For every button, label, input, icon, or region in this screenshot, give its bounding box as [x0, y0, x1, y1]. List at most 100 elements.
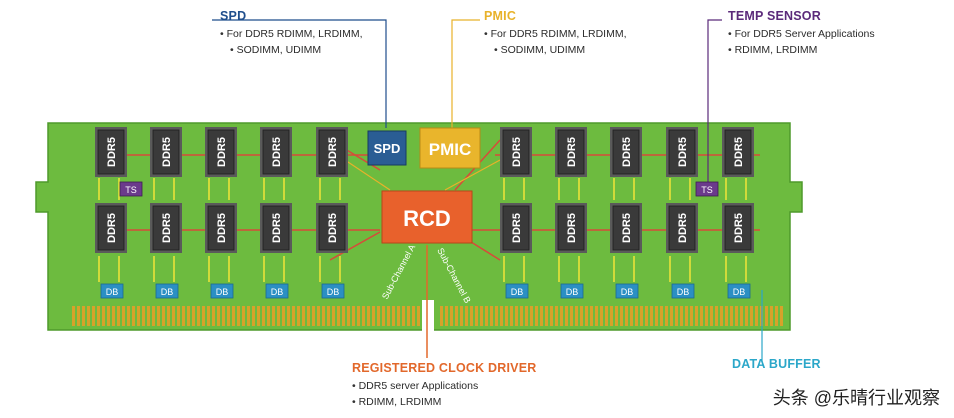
gold-pin [77, 306, 80, 326]
gold-pin [745, 306, 748, 326]
dram-chip-label: DDR5 [216, 213, 228, 243]
gold-pin [292, 306, 295, 326]
gold-pin [142, 306, 145, 326]
gold-pin [152, 306, 155, 326]
gold-pin [72, 306, 75, 326]
rcd-callout-title: REGISTERED CLOCK DRIVER [352, 361, 537, 375]
key-notch [422, 300, 434, 332]
data-buffer-label: DB [511, 287, 524, 297]
dram-chip-label: DDR5 [271, 137, 283, 167]
spd-callout: SPD For DDR5 RDIMM, LRDIMM, SODIMM, UDIM… [220, 9, 363, 58]
gold-pin [770, 306, 773, 326]
gold-pin [217, 306, 220, 326]
data-buffer-chip: DB [615, 283, 639, 299]
dram-chip: DDR5 [150, 127, 182, 177]
dram-chip: DDR5 [260, 203, 292, 253]
svg-text:TS: TS [125, 185, 137, 195]
gold-pin [147, 306, 150, 326]
dram-chip-label: DDR5 [621, 137, 633, 167]
gold-pin [555, 306, 558, 326]
data-buffer-label: DB [161, 287, 174, 297]
gold-pin [765, 306, 768, 326]
gold-pin [227, 306, 230, 326]
gold-pin [710, 306, 713, 326]
dram-chip: DDR5 [95, 127, 127, 177]
data-buffer-label: DB [677, 287, 690, 297]
dram-chip-label: DDR5 [327, 137, 339, 167]
gold-pin [495, 306, 498, 326]
gold-pin [565, 306, 568, 326]
gold-pin [755, 306, 758, 326]
gold-pin [605, 306, 608, 326]
gold-pin [157, 306, 160, 326]
gold-pin [465, 306, 468, 326]
gold-pin [392, 306, 395, 326]
gold-pin [585, 306, 588, 326]
gold-pin [112, 306, 115, 326]
svg-text:PMIC: PMIC [429, 140, 472, 159]
gold-pin [387, 306, 390, 326]
gold-pin [750, 306, 753, 326]
gold-pin [352, 306, 355, 326]
gold-pin [417, 306, 420, 326]
gold-pin [700, 306, 703, 326]
gold-pin [407, 306, 410, 326]
gold-pin [600, 306, 603, 326]
gold-pin [705, 306, 708, 326]
dram-chip-label: DDR5 [216, 137, 228, 167]
gold-pin [167, 306, 170, 326]
gold-pin [675, 306, 678, 326]
data-buffer-label: DB [327, 287, 340, 297]
gold-pin [525, 306, 528, 326]
data-buffer-chip: DB [210, 283, 234, 299]
gold-pin [162, 306, 165, 326]
gold-pin [485, 306, 488, 326]
temp-sensor-callout-item: RDIMM, LRDIMM [728, 42, 875, 58]
temp-sensor-left: TS [119, 181, 143, 197]
gold-pin [282, 306, 285, 326]
dram-chip: DDR5 [316, 127, 348, 177]
dram-chip: DDR5 [666, 203, 698, 253]
gold-contacts-right [440, 306, 783, 326]
data-buffer-label: DB [733, 287, 746, 297]
data-buffer-callout: DATA BUFFER [732, 357, 821, 371]
gold-pin [337, 306, 340, 326]
gold-pin [297, 306, 300, 326]
gold-pin [172, 306, 175, 326]
gold-pin [640, 306, 643, 326]
temp-sensor-leader-line [707, 19, 722, 182]
dram-chip: DDR5 [555, 203, 587, 253]
rcd-callout-item: RDIMM, LRDIMM [352, 394, 536, 410]
gold-pin [342, 306, 345, 326]
dram-chip-label: DDR5 [106, 213, 118, 243]
gold-pin [645, 306, 648, 326]
gold-pin [520, 306, 523, 326]
gold-pin [242, 306, 245, 326]
gold-pin [450, 306, 453, 326]
gold-pin [590, 306, 593, 326]
data-buffer-chip: DB [321, 283, 345, 299]
pmic-callout-item: SODIMM, UDIMM [484, 42, 627, 58]
gold-pin [117, 306, 120, 326]
gold-pin [440, 306, 443, 326]
dram-chip-label: DDR5 [677, 213, 689, 243]
gold-pin [610, 306, 613, 326]
gold-pin [97, 306, 100, 326]
gold-pin [680, 306, 683, 326]
gold-pin [287, 306, 290, 326]
gold-pin [545, 306, 548, 326]
gold-pin [510, 306, 513, 326]
gold-pin [460, 306, 463, 326]
dram-chip: DDR5 [95, 203, 127, 253]
gold-pin [690, 306, 693, 326]
rcd-callout: REGISTERED CLOCK DRIVER DDR5 server Appl… [352, 361, 536, 410]
gold-pin [445, 306, 448, 326]
dram-chip-label: DDR5 [327, 213, 339, 243]
gold-pin [530, 306, 533, 326]
svg-text:SPD: SPD [374, 141, 401, 156]
gold-pin [102, 306, 105, 326]
dram-chip: DDR5 [722, 127, 754, 177]
dram-chip-label: DDR5 [511, 213, 523, 243]
